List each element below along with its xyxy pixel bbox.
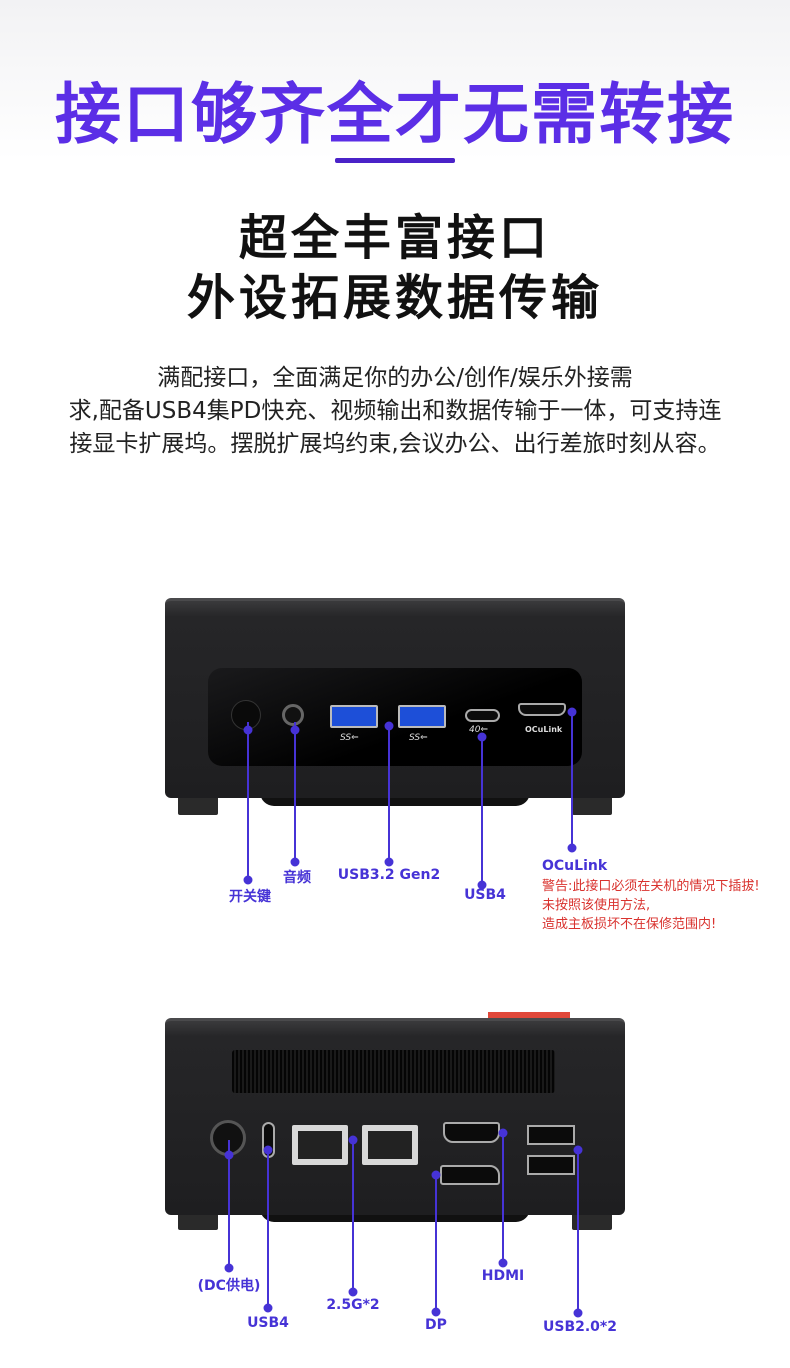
subtitle-line2: 外设拓展数据传输	[186, 270, 603, 326]
ethernet-port	[362, 1125, 418, 1165]
label-usb4-back: USB4	[247, 1315, 289, 1331]
usb-a-port	[398, 705, 446, 728]
description-line: 满配接口，全面满足你的办公/创作/娱乐外接需	[157, 365, 633, 391]
vent-grille	[232, 1050, 555, 1093]
page-title: 接口够齐全才无需转接	[55, 76, 735, 153]
audio-jack	[282, 704, 304, 726]
label-dp: DP	[425, 1317, 447, 1333]
label-usb32: USB3.2 Gen2	[337, 867, 441, 883]
warning-line: 未按照该使用方法,	[542, 898, 651, 913]
label-dc: (DC供电)	[197, 1278, 261, 1294]
oculink-port	[518, 703, 566, 716]
ss-logo: SS⇐	[340, 733, 359, 743]
warning-line: 警告:此接口必须在关机的情况下插拔!	[542, 879, 760, 894]
label-lan: 2.5G*2	[326, 1297, 380, 1313]
usb-c-port	[465, 709, 500, 722]
label-power: 开关键	[229, 889, 271, 905]
label-usb20: USB2.0*2	[543, 1319, 617, 1335]
label-hdmi: HDMI	[481, 1268, 525, 1284]
label-oculink: OCuLink	[542, 858, 608, 874]
front-panel	[208, 668, 582, 766]
front-leader-lines	[243, 707, 577, 890]
description-line: 求,配备USB4集PD快充、视频输出和数据传输于一体，可支持连	[68, 398, 722, 424]
subtitle-line1: 超全丰富接口	[238, 210, 551, 266]
title-underline	[335, 158, 455, 163]
power-button	[231, 700, 261, 730]
red-tab	[488, 1012, 570, 1022]
back-leader-lines	[224, 1128, 583, 1318]
label-audio: 音频	[283, 870, 311, 886]
usb-a-port	[527, 1155, 575, 1175]
warning-line: 造成主板损坏不在保修范围内!	[542, 917, 717, 932]
label-usb4: USB4	[464, 887, 506, 903]
usb-a-port	[527, 1125, 575, 1145]
usb4-logo: 40⇐	[469, 725, 488, 735]
dp-port	[440, 1165, 500, 1185]
usb-a-port	[330, 705, 378, 728]
oculink-warning: 警告:此接口必须在关机的情况下插拔! 未按照该使用方法, 造成主板损坏不在保修范…	[542, 877, 760, 934]
description: 满配接口，全面满足你的办公/创作/娱乐外接需 求,配备USB4集PD快充、视频输…	[30, 362, 760, 461]
ethernet-port	[292, 1125, 348, 1165]
ss-logo: SS⇐	[409, 733, 428, 743]
oculink-mark: OCuLink	[525, 725, 563, 734]
description-line: 接显卡扩展坞。摆脱扩展坞约束,会议办公、出行差旅时刻从容。	[69, 431, 721, 457]
